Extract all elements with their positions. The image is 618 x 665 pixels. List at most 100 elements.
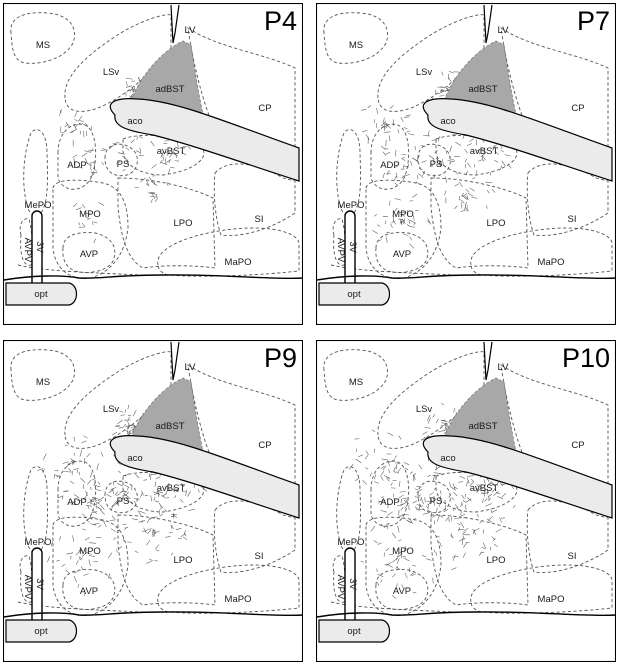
fiber-stroke (448, 73, 450, 80)
fiber-stroke (500, 483, 504, 487)
fiber-stroke (466, 477, 470, 484)
fiber-stroke (452, 554, 456, 561)
lpo-region (430, 514, 529, 606)
fiber-stroke (164, 140, 170, 142)
fiber-stroke (62, 461, 69, 464)
fiber-stroke (415, 181, 420, 185)
fiber-stroke (454, 504, 459, 508)
fiber-stroke (148, 176, 154, 183)
fiber-stroke (416, 488, 423, 493)
fiber-stroke (385, 125, 388, 129)
fiber-stroke (454, 517, 462, 519)
anterior-commissure (109, 98, 300, 182)
fiber-stroke (89, 542, 97, 544)
fiber-stroke (130, 425, 137, 429)
fiber-stroke (159, 513, 163, 517)
fiber-stroke (132, 425, 136, 431)
fiber-stroke (454, 486, 458, 489)
fiber-stroke (148, 558, 153, 561)
fiber-stroke (56, 475, 60, 478)
fiber-stroke (398, 435, 402, 440)
fiber-stroke (160, 162, 168, 166)
fiber-stroke (385, 523, 390, 525)
adbst-label: adBST (468, 84, 497, 95)
fiber-stroke (149, 196, 157, 198)
fiber-stroke (398, 494, 404, 499)
lpo-region (117, 514, 216, 606)
fiber-stroke (434, 466, 441, 471)
fiber-stroke (146, 539, 151, 546)
mpo-label: MPO (79, 209, 101, 220)
ps-label: PS (117, 496, 130, 507)
fiber-stroke (179, 498, 184, 503)
fiber-stroke (90, 523, 96, 526)
fiber-stroke (481, 546, 486, 550)
fiber-stroke (80, 477, 86, 483)
fiber-stroke (393, 175, 397, 181)
fiber-stroke (151, 181, 158, 186)
fiber-stroke (403, 462, 410, 465)
fiber-stroke (383, 475, 390, 478)
fiber-stroke (86, 500, 93, 504)
fiber-stroke (122, 169, 126, 171)
fiber-stroke (93, 484, 101, 488)
fiber-stroke (401, 584, 404, 588)
fiber-stroke (397, 129, 400, 134)
lsv-label: LSv (416, 404, 433, 415)
fiber-stroke (478, 484, 484, 490)
fiber-stroke (136, 136, 138, 140)
fiber-stroke (465, 188, 470, 193)
fiber-stroke (170, 167, 175, 169)
age-label-p4: P4 (264, 6, 297, 36)
fiber-stroke (412, 518, 416, 520)
fiber-stroke (463, 542, 467, 548)
si-label: SI (255, 214, 264, 225)
fiber-stroke (107, 552, 113, 559)
fiber-stroke (90, 486, 92, 491)
fiber-stroke (181, 491, 187, 493)
fiber-stroke (97, 496, 105, 501)
fiber-stroke (478, 159, 482, 162)
fiber-stroke (419, 496, 423, 501)
fiber-stroke (461, 192, 464, 197)
fiber-stroke (412, 473, 416, 476)
fiber-stroke (127, 404, 130, 410)
fiber-stroke (56, 560, 60, 562)
fiber-stroke (402, 158, 406, 161)
fiber-stroke (395, 207, 398, 212)
fiber-stroke (448, 71, 454, 74)
fiber-stroke (73, 494, 80, 499)
avbst-label: avBST (470, 146, 499, 157)
fiber-stroke (94, 501, 100, 505)
fiber-stroke (146, 561, 152, 564)
fiber-stroke (173, 487, 180, 492)
fiber-stroke (499, 517, 502, 523)
fiber-stroke (394, 455, 397, 459)
mapo-label: MaPO (225, 594, 252, 605)
fiber-stroke (387, 511, 393, 516)
fiber-stroke (448, 482, 452, 487)
mpo-label: MPO (392, 209, 414, 220)
fiber-stroke (85, 216, 89, 219)
fiber-stroke (418, 172, 424, 179)
fiber-stroke (481, 158, 485, 162)
fiber-stroke (380, 523, 386, 528)
fiber-stroke (469, 481, 474, 487)
fiber-stroke (92, 478, 96, 481)
fiber-stroke (37, 468, 44, 471)
fiber-stroke (59, 536, 62, 541)
fiber-stroke (150, 198, 153, 203)
fiber-stroke (491, 509, 498, 514)
fiber-stroke (164, 150, 170, 154)
fiber-stroke (117, 419, 123, 425)
fiber-stroke (77, 115, 83, 122)
fiber-stroke (83, 573, 89, 576)
fiber-stroke (427, 474, 431, 477)
fiber-stroke (462, 552, 466, 558)
ms-label: MS (36, 377, 50, 388)
fiber-stroke (475, 488, 478, 492)
fiber-stroke (427, 220, 431, 224)
